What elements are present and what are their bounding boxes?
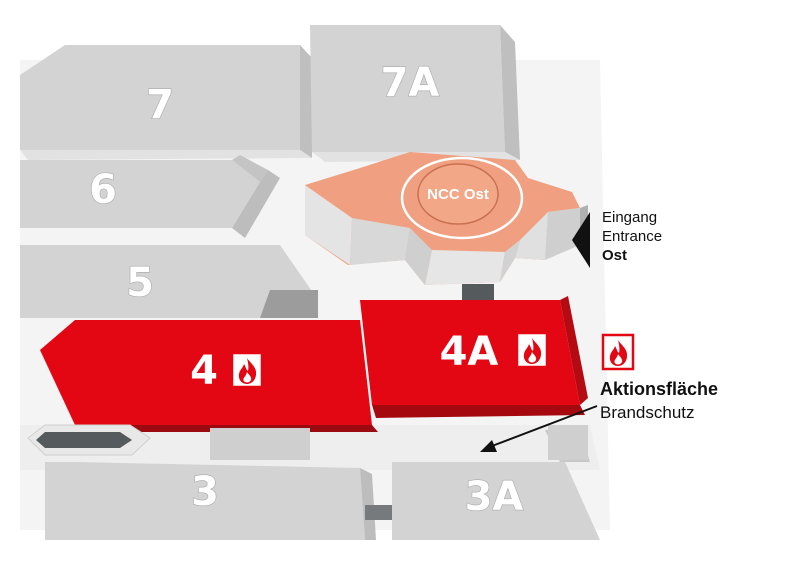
fire-icon [230, 351, 264, 389]
hall-4a[interactable] [360, 296, 588, 418]
ncc-dome [417, 163, 499, 225]
hall-3[interactable] [45, 462, 393, 540]
entrance-line-3: Ost [602, 247, 628, 264]
fire-icon [515, 331, 549, 369]
hall-3-label: 3 [191, 469, 219, 515]
entrance-line-2: Entrance [602, 228, 663, 245]
ncc-ost-label: NCC Ost [427, 186, 489, 203]
legend-title: Aktionsfläche [600, 379, 719, 399]
hall-6-label: 6 [89, 167, 117, 213]
service-block [548, 425, 588, 460]
entrance-line-1: Eingang [602, 209, 658, 226]
legend: Aktionsfläche Brandschutz [600, 378, 718, 424]
legend-subtitle: Brandschutz [600, 403, 695, 422]
walkway [462, 284, 494, 302]
hall-7[interactable] [20, 45, 312, 160]
hall-3a-label: 3A [465, 474, 524, 520]
hall-7a[interactable] [310, 25, 520, 162]
hall-5[interactable] [20, 245, 318, 318]
arrow-left-icon [572, 212, 590, 268]
ncc-ost-building[interactable] [305, 152, 588, 285]
hall-4a-label: 4A [440, 329, 499, 375]
arrow-icon [480, 405, 598, 452]
entrance-label: Eingang Entrance Ost [602, 208, 662, 265]
hall-6[interactable] [20, 155, 280, 238]
hall-7a-label: 7A [381, 60, 440, 106]
hall-4-label: 4 [190, 348, 218, 394]
hall-5-label: 5 [126, 260, 154, 306]
service-block [210, 428, 310, 460]
fire-icon [601, 333, 635, 371]
ncc-ring [400, 156, 524, 240]
hall-7-label: 7 [146, 82, 174, 128]
pavilion [27, 424, 151, 456]
